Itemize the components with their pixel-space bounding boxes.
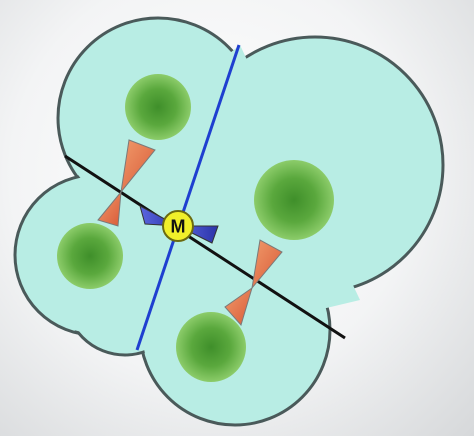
- atom-sphere-top: [125, 74, 191, 140]
- black-axis-line: [64, 154, 346, 340]
- center-marker-label: M: [171, 217, 186, 237]
- atom-sphere-right: [254, 160, 334, 240]
- orange-cone-icon: [251, 239, 283, 290]
- orange-cone-pair-left: [97, 139, 156, 227]
- atom-spheres: [57, 74, 334, 382]
- blue-axis-line: [135, 44, 241, 351]
- orange-cone-icon: [120, 139, 156, 194]
- center-marker-circle: [162, 210, 194, 242]
- atom-sphere-bottom: [176, 312, 246, 382]
- center-marker: M: [162, 210, 194, 242]
- atom-sphere-left: [57, 223, 123, 289]
- orange-cone-icon: [224, 286, 253, 327]
- orange-cone-pair-right: [224, 239, 283, 327]
- orange-cone-icon: [97, 190, 122, 227]
